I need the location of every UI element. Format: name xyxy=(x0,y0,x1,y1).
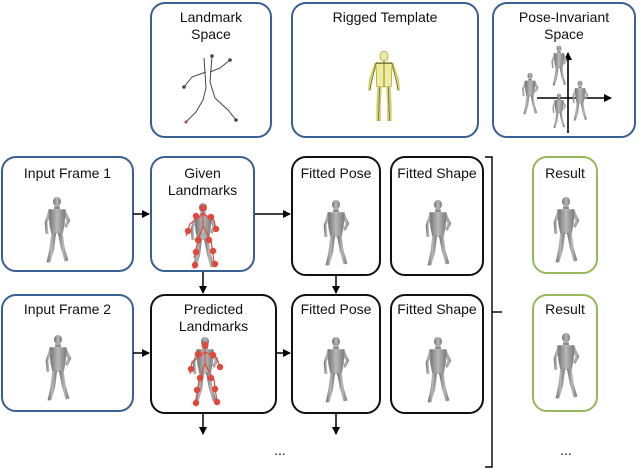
landmark-dot-icon xyxy=(192,399,200,407)
bracket-icon xyxy=(485,156,502,468)
landmark-dot-icon xyxy=(211,385,219,393)
landmark-dot-icon xyxy=(192,212,200,220)
fitted-shape-2-label: Fitted Shape xyxy=(397,301,477,317)
landmark-dot-icon xyxy=(212,225,220,233)
fitted-pose-2-label: Fitted Pose xyxy=(300,301,372,317)
landmark-overlay-1 xyxy=(184,204,220,269)
landmark-dot-icon xyxy=(209,247,217,255)
landmark-dot-icon xyxy=(193,386,201,394)
landmark-dot-icon xyxy=(211,260,219,268)
landmark-dot-icon xyxy=(201,341,209,349)
landmark-dot-icon xyxy=(187,365,195,373)
landmark-dot-icon xyxy=(207,213,215,221)
landmark-dot-icon xyxy=(192,248,200,256)
fitted-shape-1-label: Fitted Shape xyxy=(397,165,477,181)
arrow-icon xyxy=(133,210,340,435)
landmark-dot-icon xyxy=(209,351,217,359)
landmark-dot-icon xyxy=(213,398,221,406)
result-2-label: Result xyxy=(545,301,585,317)
landmark-dot-icon xyxy=(205,236,213,244)
ellipsis-right: ... xyxy=(560,442,572,458)
rigged-mannequin-icon xyxy=(368,50,400,122)
skeleton-icon xyxy=(182,54,238,124)
input-frame-1-label: Input Frame 1 xyxy=(23,165,112,181)
landmark-dot-icon xyxy=(199,204,207,212)
result-1-label: Result xyxy=(545,165,585,181)
given-landmarks-label: Given Landmarks xyxy=(167,165,238,198)
ellipsis-middle: ... xyxy=(274,442,286,458)
fitted-pose-1-label: Fitted Pose xyxy=(300,165,372,181)
landmark-dot-icon xyxy=(216,363,224,371)
landmark-space-label: Landmark Space xyxy=(179,9,243,42)
pose-invariant-box xyxy=(492,2,636,138)
landmark-dot-icon xyxy=(184,227,192,235)
landmark-dot-icon xyxy=(194,236,202,244)
pose-invariant-label: Pose-Invariant Space xyxy=(518,9,610,42)
landmark-dot-icon xyxy=(207,374,215,382)
predicted-landmarks-label: Predicted Landmarks xyxy=(178,301,249,334)
landmark-dot-icon xyxy=(194,350,202,358)
rigged-template-label: Rigged Template xyxy=(332,9,438,25)
landmark-dot-icon xyxy=(191,261,199,269)
landmark-dot-icon xyxy=(196,374,204,382)
landmark-overlay-2 xyxy=(187,341,224,407)
input-frame-2-label: Input Frame 2 xyxy=(23,301,112,317)
